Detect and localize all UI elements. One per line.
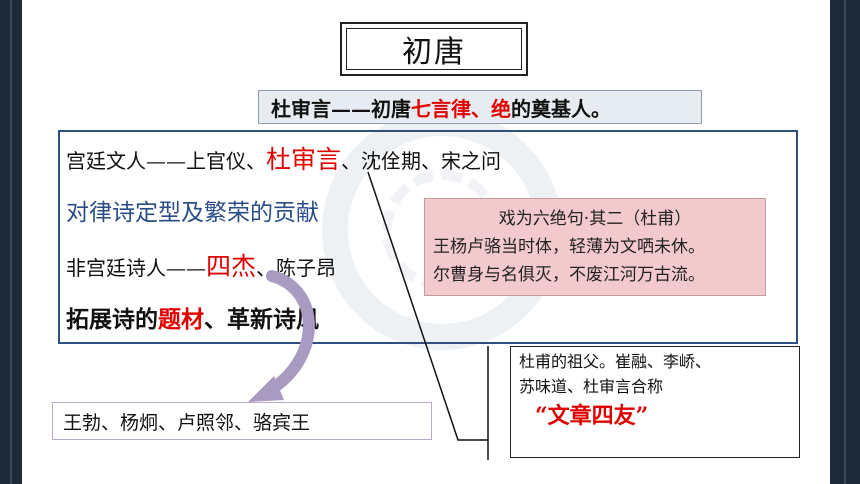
expand-label: 拓展诗的 <box>66 306 158 333</box>
subtitle-part2: 的奠基人。 <box>511 96 611 121</box>
title-box: 初唐 <box>340 22 528 76</box>
page-title: 初唐 <box>346 28 522 70</box>
expand-theme-line: 拓展诗的题材、革新诗风 <box>66 300 319 334</box>
court-poets-rest: 、沈佺期、宋之问 <box>341 149 502 173</box>
four-friends-line-1: 杜甫的祖父。崔融、李峤、 <box>519 352 712 371</box>
subtitle-box: 杜审言——初唐七言律、绝的奠基人。 <box>258 90 702 124</box>
right-rule <box>844 0 846 484</box>
four-friends-highlight: “文章四友” <box>535 403 649 429</box>
arrow-head-icon <box>248 376 284 402</box>
poem-line-2: 尔曹身与名俱灭，不废江河万古流。 <box>433 265 705 285</box>
non-court-rest: 、陈子昂 <box>256 256 337 280</box>
four-jie-highlight: 四杰 <box>206 252 257 281</box>
contribution-line: 对律诗定型及繁荣的贡献 <box>66 200 319 226</box>
court-poets-line: 宫廷文人——上官仪、杜审言、沈佺期、宋之问 <box>66 140 501 176</box>
court-poets-label: 宫廷文人——上官仪、 <box>66 149 266 173</box>
expand-rest: 、革新诗风 <box>204 306 319 333</box>
poem-line-1: 王杨卢骆当时体，轻薄为文哂未休。 <box>433 237 705 257</box>
four-jie-names-box: 王勃、杨炯、卢照邻、骆宾王 <box>52 402 432 440</box>
subtitle-highlight: 七言律、绝 <box>411 96 511 121</box>
four-friends-line-2: 苏味道、杜审言合称 <box>519 377 664 396</box>
poem-title: 戏为六绝句·其二（杜甫） <box>498 209 692 229</box>
left-rule <box>10 0 12 484</box>
four-friends-box: 杜甫的祖父。崔融、李峤、 苏味道、杜审言合称 “文章四友” <box>510 346 800 458</box>
non-court-label: 非宫廷诗人—— <box>66 256 206 280</box>
slide-canvas: 初唐 杜审言——初唐七言律、绝的奠基人。 宫廷文人——上官仪、杜审言、沈佺期、宋… <box>22 0 830 484</box>
du-shenyan-highlight: 杜审言 <box>266 145 342 174</box>
non-court-poets-line: 非宫廷诗人——四杰、陈子昂 <box>66 247 336 283</box>
subtitle-part1: 杜审言——初唐 <box>271 96 411 121</box>
poem-box: 戏为六绝句·其二（杜甫） 王杨卢骆当时体，轻薄为文哂未休。 尔曹身与名俱灭，不废… <box>424 198 766 296</box>
theme-highlight: 题材 <box>158 306 204 333</box>
